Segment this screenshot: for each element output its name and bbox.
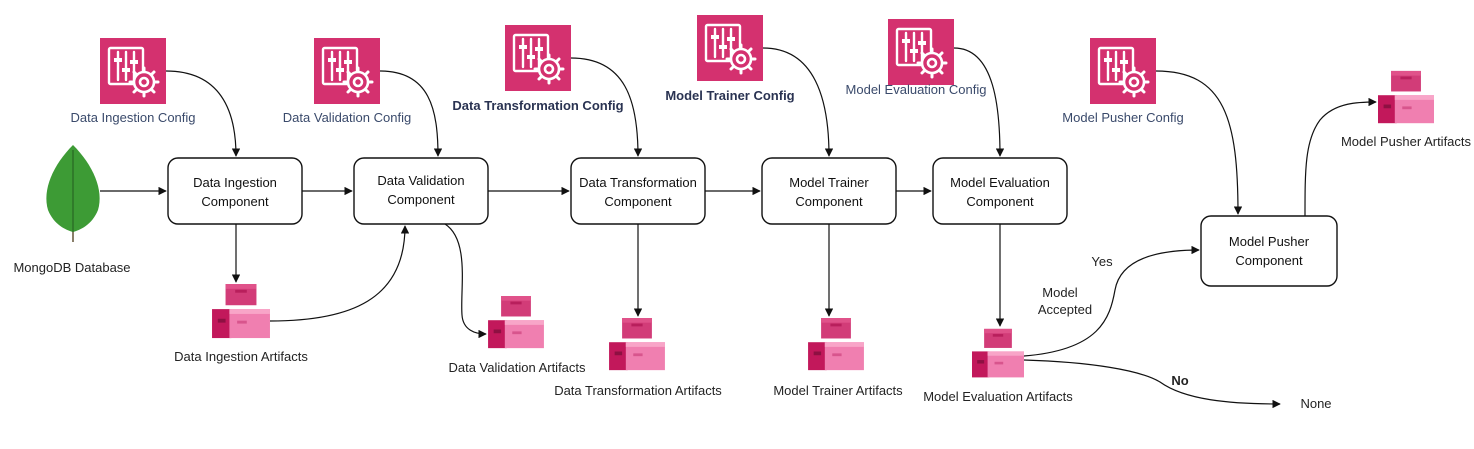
settings-gear-icon — [505, 25, 571, 91]
artifact-label: Model Trainer Artifacts — [773, 383, 903, 398]
artifact-pusher: Model Pusher Artifacts — [1341, 70, 1472, 149]
settings-gear-icon — [697, 15, 763, 81]
component-label: Data Validation — [377, 173, 464, 188]
no-label: No — [1171, 373, 1188, 388]
edge-config-transformation — [570, 57, 643, 157]
artifact-label: Model Pusher Artifacts — [1341, 134, 1472, 149]
config-label: Data Ingestion Config — [70, 110, 195, 125]
component-label: Component — [604, 194, 672, 209]
settings-gear-icon — [314, 38, 380, 104]
mongodb-database: MongoDB Database — [13, 145, 131, 275]
edge-accepted-no — [1023, 359, 1281, 409]
config-label: Model Pusher Config — [1062, 110, 1183, 125]
edge-config-evaluation — [953, 47, 1005, 157]
artifact-evaluation: Model Evaluation Artifacts — [923, 328, 1073, 404]
artifact-label: Data Ingestion Artifacts — [174, 349, 308, 364]
artifact-boxes-icon — [1378, 70, 1434, 124]
component-label: Model Pusher — [1229, 234, 1310, 249]
artifact-boxes-icon — [808, 318, 864, 371]
artifact-ingestion: Data Ingestion Artifacts — [174, 284, 308, 364]
artifact-label: Model Evaluation Artifacts — [923, 389, 1073, 404]
component-pusher: Model Pusher Component — [1200, 215, 1338, 287]
config-transformation: Data Transformation Config — [452, 25, 624, 113]
settings-gear-icon — [888, 19, 954, 85]
mongodb-leaf-icon — [46, 145, 100, 242]
edge-ingestion-artifact-to-validation — [269, 225, 410, 322]
yes-label: Yes — [1091, 254, 1113, 269]
component-label: Component — [966, 194, 1034, 209]
model-accepted-label: Model — [1042, 285, 1078, 300]
component-label: Component — [201, 194, 269, 209]
component-label: Data Ingestion — [193, 175, 277, 190]
artifact-label: Data Validation Artifacts — [448, 360, 586, 375]
settings-gear-icon — [100, 38, 166, 104]
edge-validation-to-artifact — [444, 223, 487, 339]
edge-config-validation — [379, 70, 443, 157]
artifact-trainer: Model Trainer Artifacts — [773, 318, 903, 398]
component-trainer: Model Trainer Component — [761, 157, 897, 225]
component-label: Component — [1235, 253, 1303, 268]
component-label: Model Trainer — [789, 175, 869, 190]
edge-config-pusher — [1155, 70, 1243, 215]
artifact-boxes-icon — [212, 284, 270, 339]
component-ingestion: Data Ingestion Component — [167, 157, 303, 225]
component-transformation: Data Transformation Component — [570, 157, 706, 225]
component-label: Model Evaluation — [950, 175, 1050, 190]
component-label: Component — [795, 194, 863, 209]
config-label: Data Validation Config — [283, 110, 411, 125]
none-label: None — [1300, 396, 1331, 411]
artifact-boxes-icon — [609, 318, 665, 371]
artifact-transformation: Data Transformation Artifacts — [554, 318, 722, 398]
component-label: Component — [387, 192, 455, 207]
artifact-boxes-icon — [488, 296, 544, 349]
artifact-label: Data Transformation Artifacts — [554, 383, 722, 398]
config-label: Model Trainer Config — [665, 88, 794, 103]
artifact-validation: Data Validation Artifacts — [448, 296, 586, 375]
config-label: Model Evaluation Config — [846, 82, 987, 97]
edge-pusher-to-artifact — [1304, 97, 1377, 217]
config-trainer: Model Trainer Config — [665, 15, 795, 103]
artifact-boxes-icon — [972, 328, 1024, 378]
config-validation: Data Validation Config — [283, 38, 411, 125]
component-evaluation: Model Evaluation Component — [932, 157, 1068, 225]
mongodb-label: MongoDB Database — [13, 260, 130, 275]
edges — [100, 47, 1377, 409]
edge-config-trainer — [762, 47, 834, 157]
config-pusher: Model Pusher Config — [1062, 38, 1184, 125]
edge-config-ingestion — [165, 70, 241, 157]
model-accepted-label: Accepted — [1038, 302, 1092, 317]
edge-accepted-yes — [1023, 245, 1200, 357]
component-label: Data Transformation — [579, 175, 697, 190]
config-ingestion: Data Ingestion Config — [70, 38, 196, 125]
config-evaluation: Model Evaluation Config — [846, 19, 987, 97]
component-validation: Data Validation Component — [353, 157, 489, 225]
settings-gear-icon — [1090, 38, 1156, 104]
config-label: Data Transformation Config — [452, 98, 623, 113]
